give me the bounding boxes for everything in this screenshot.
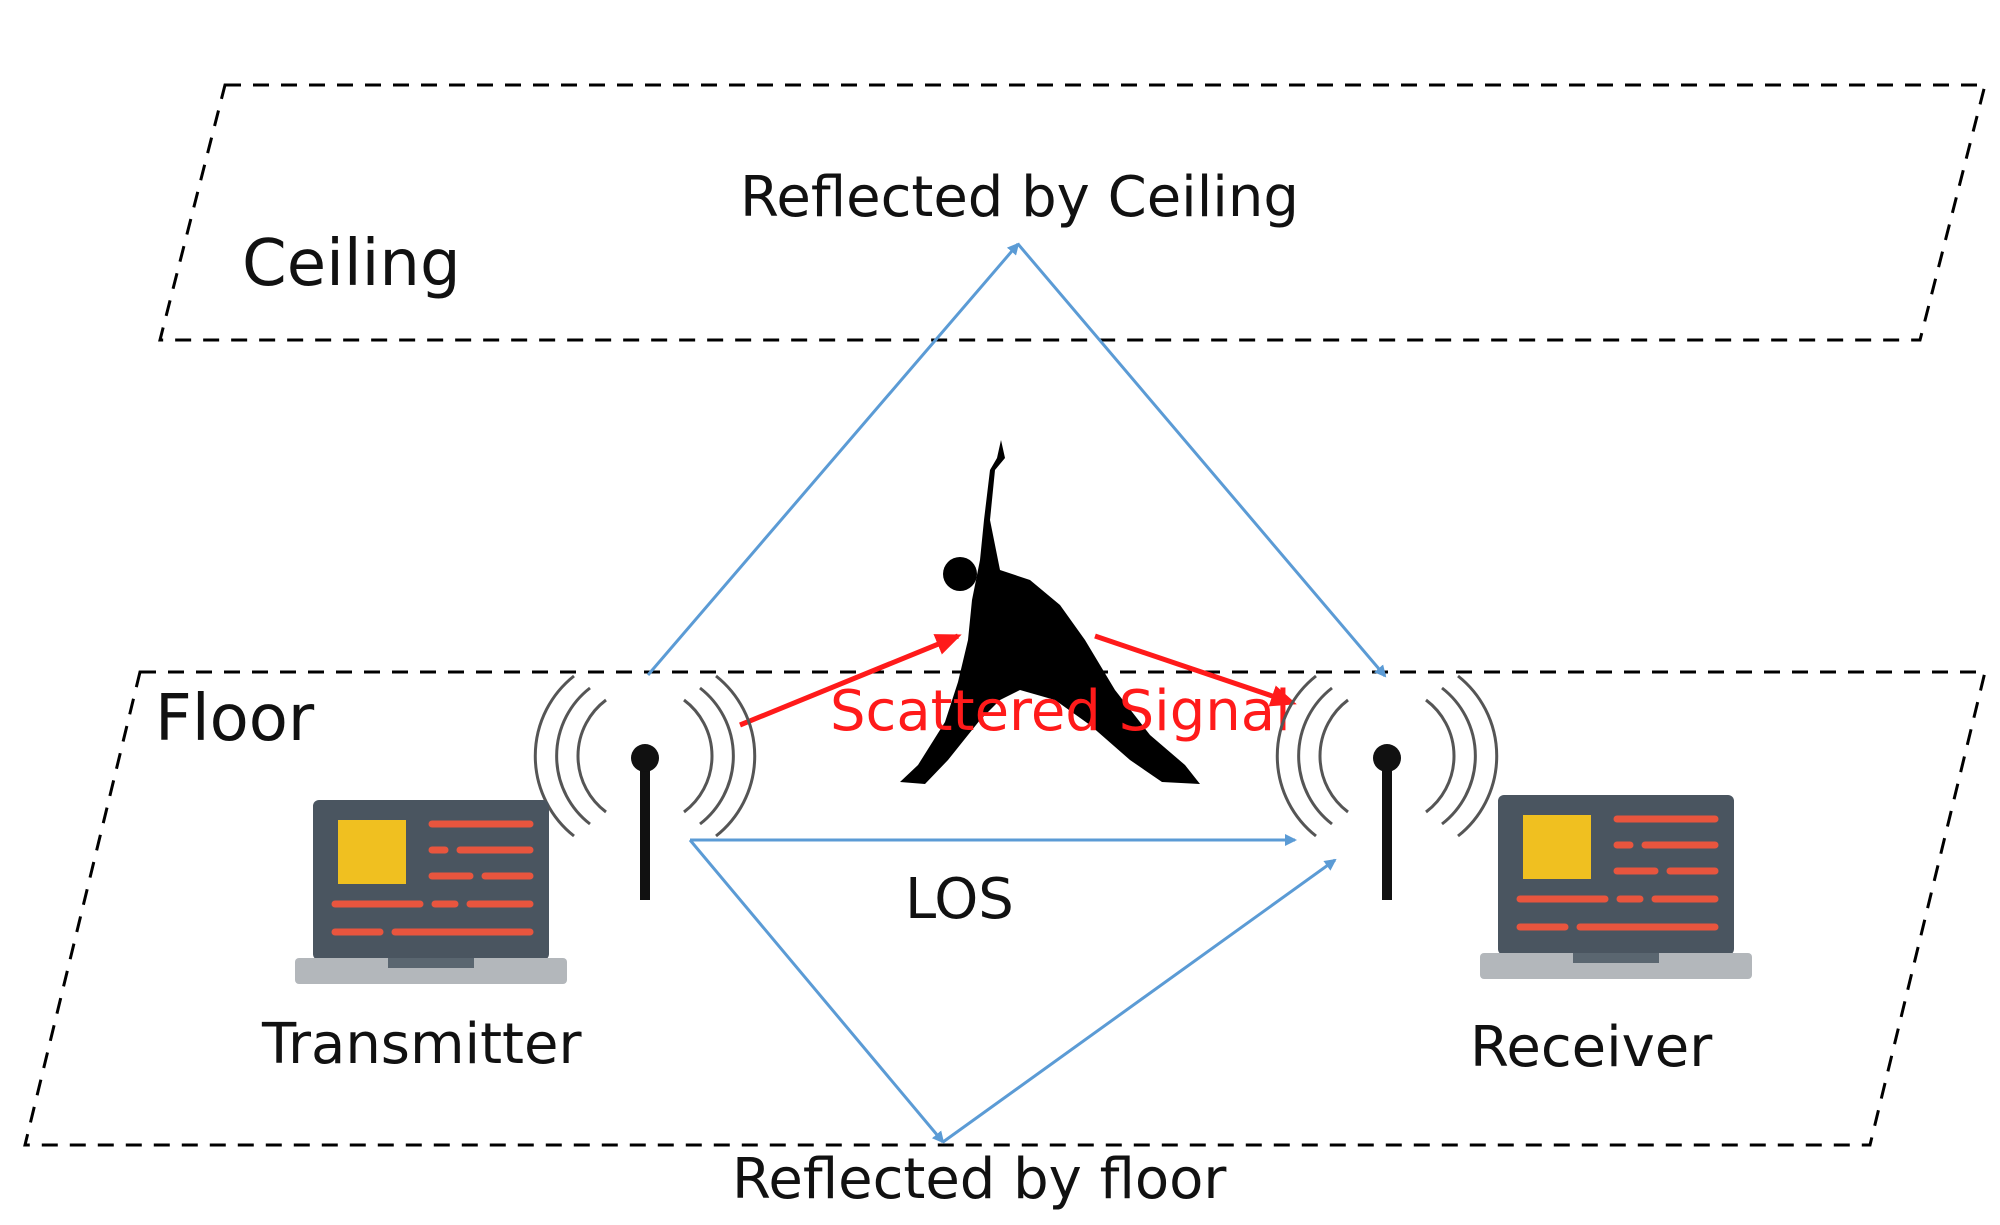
transmitter-laptop-icon: [295, 800, 567, 984]
scattered-signal-label: Scattered Signal: [830, 679, 1291, 744]
ceiling-ray-outgoing: [1016, 243, 1387, 678]
floor-label: Floor: [155, 682, 315, 756]
transmitter-antenna-icon: [533, 674, 757, 900]
scatter-ray-incoming: [739, 633, 962, 728]
receiver-antenna-icon: [1275, 674, 1499, 900]
floor-plane: [23, 670, 1987, 1147]
transmitter-label: Transmitter: [261, 1012, 582, 1077]
signal-paths: [646, 242, 1387, 1144]
ceiling-plane: [158, 83, 1987, 342]
floor-ray-incoming: [688, 839, 945, 1144]
receiver-label: Receiver: [1470, 1015, 1713, 1080]
scattered-signal: [739, 633, 1297, 728]
ceiling-ray-incoming: [646, 242, 1020, 676]
scatter-ray-outgoing: [1094, 633, 1297, 707]
reflected-floor-label: Reflected by floor: [732, 1147, 1227, 1212]
receiver-laptop-icon: [1480, 795, 1752, 979]
ceiling-label: Ceiling: [242, 227, 461, 301]
person-icon: [900, 440, 1200, 784]
los-label: LOS: [905, 867, 1014, 932]
reflected-ceiling-label: Reflected by Ceiling: [740, 165, 1299, 230]
floor-ray-outgoing: [942, 858, 1337, 1144]
